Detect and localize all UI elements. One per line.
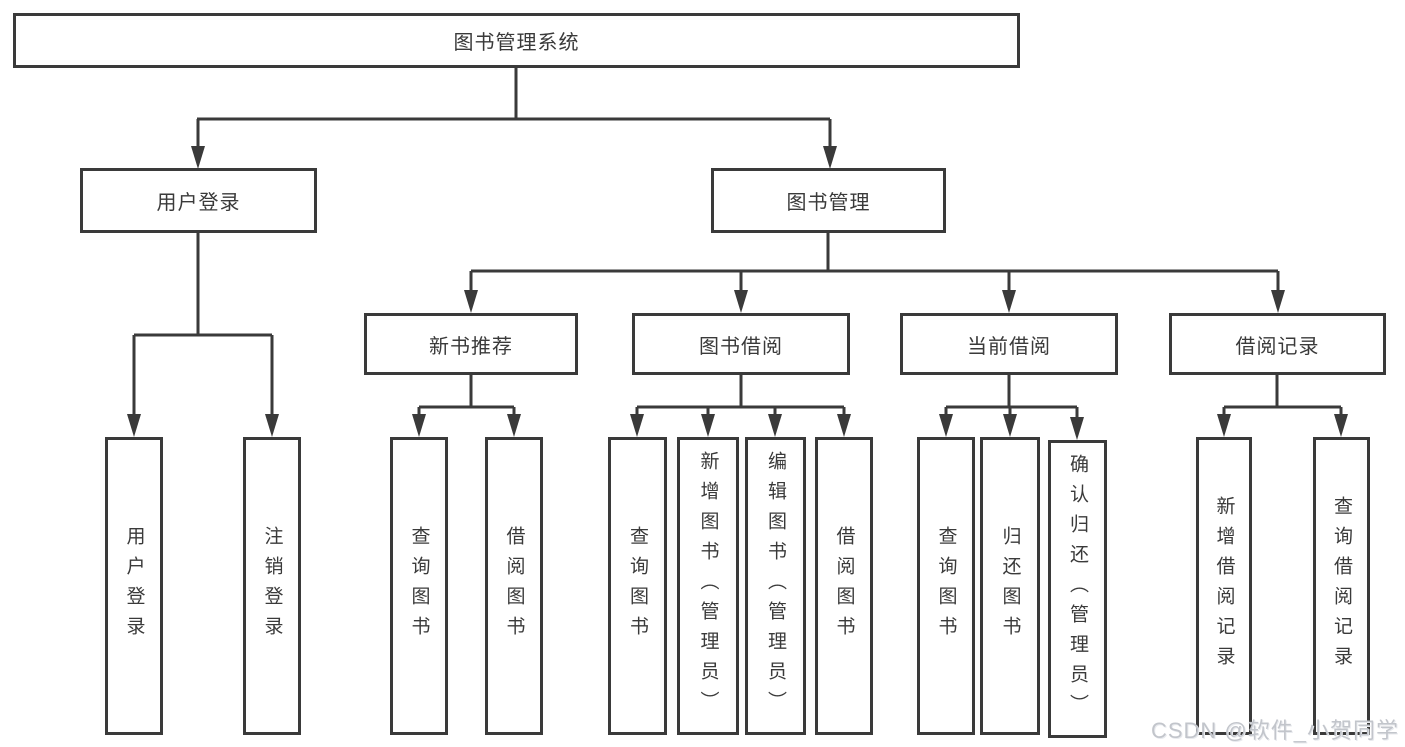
leaf-add-book-admin: 新增图书（管理员）	[677, 437, 739, 735]
node-label: 新增图书（管理员）	[697, 451, 719, 721]
arrowhead	[1271, 290, 1285, 313]
arrowhead	[630, 414, 644, 437]
node-label: 借阅图书	[833, 526, 855, 646]
node-label: 借阅记录	[1235, 335, 1320, 358]
leaf-query-books-borrow: 查询图书	[608, 437, 667, 735]
leaf-logout: 注销登录	[243, 437, 301, 735]
arrowhead	[837, 414, 851, 437]
node-label: 新增借阅记录	[1213, 496, 1235, 676]
node-label: 查询图书	[627, 526, 648, 646]
node-label: 用户登录	[156, 192, 241, 214]
leaf-add-borrow-record: 新增借阅记录	[1196, 437, 1252, 735]
arrowhead	[127, 414, 141, 437]
csdn-watermark: CSDN @软件_小贺同学	[1150, 718, 1399, 743]
node-label: 新书推荐	[429, 335, 513, 358]
node-label: 归还图书	[999, 526, 1021, 646]
node-borrowing-records: 借阅记录	[1169, 313, 1386, 375]
node-label: 查询图书	[935, 526, 957, 646]
node-label: 用户登录	[123, 526, 145, 646]
node-label: 查询借阅记录	[1331, 496, 1352, 676]
leaf-confirm-return-admin: 确认归还（管理员）	[1048, 440, 1107, 738]
node-label: 当前借阅	[967, 335, 1051, 358]
arrowhead	[412, 414, 426, 437]
arrowhead	[507, 414, 521, 437]
leaf-return-book: 归还图书	[980, 437, 1040, 735]
arrowhead	[734, 290, 748, 313]
node-label: 确认归还（管理员）	[1067, 454, 1088, 724]
leaf-edit-book-admin: 编辑图书（管理员）	[745, 437, 806, 735]
arrowhead	[1334, 414, 1348, 437]
node-label: 图书管理系统	[453, 32, 580, 54]
arrowhead	[939, 414, 953, 437]
arrowhead	[1070, 417, 1084, 440]
leaf-borrow-books-recommend: 借阅图书	[485, 437, 543, 735]
node-label: 借阅图书	[503, 526, 525, 646]
leaf-borrow-books: 借阅图书	[815, 437, 873, 735]
arrowhead	[1217, 414, 1231, 437]
arrowhead	[701, 414, 715, 437]
arrowhead	[265, 414, 279, 437]
node-book-management: 图书管理	[711, 168, 946, 233]
node-book-borrowing: 图书借阅	[632, 313, 850, 375]
leaf-query-books-current: 查询图书	[917, 437, 975, 735]
node-label: 图书借阅	[699, 335, 783, 358]
arrowhead	[768, 414, 782, 437]
arrowhead	[1003, 414, 1017, 437]
node-label: 查询图书	[408, 526, 430, 646]
node-new-book-recommendation: 新书推荐	[364, 313, 578, 375]
leaf-query-borrow-record: 查询借阅记录	[1313, 437, 1370, 735]
arrowhead	[823, 146, 837, 169]
arrowhead	[464, 290, 478, 313]
arrowhead	[1002, 290, 1016, 313]
node-user-login: 用户登录	[80, 168, 317, 233]
arrowhead	[191, 146, 205, 169]
leaf-query-books-recommend: 查询图书	[390, 437, 448, 735]
node-library-management-system: 图书管理系统	[13, 13, 1020, 68]
leaf-user-login: 用户登录	[105, 437, 163, 735]
node-label: 编辑图书（管理员）	[765, 451, 786, 721]
node-current-borrowing: 当前借阅	[900, 313, 1118, 375]
node-label: 图书管理	[786, 192, 871, 214]
node-label: 注销登录	[261, 526, 283, 646]
